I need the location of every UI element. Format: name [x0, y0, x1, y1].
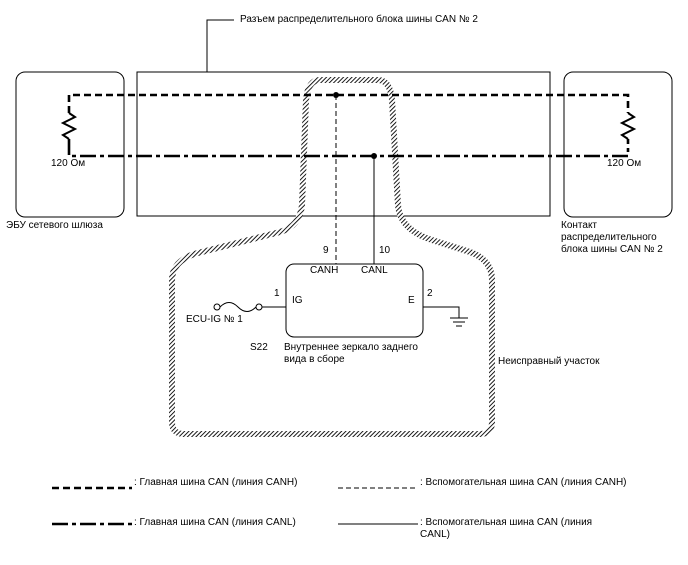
junction-contact-box [563, 71, 673, 218]
connector-leader-line [206, 19, 234, 72]
connector-title: Разъем распределительного блока шины CAN… [240, 14, 478, 25]
gateway-ecu-box [15, 71, 125, 218]
legend-main-canl-label: : Главная шина CAN (линия CANL) [134, 517, 296, 528]
resistor-left [60, 112, 78, 140]
fuse-terminal [255, 303, 263, 311]
canh-terminal-label: CANH [310, 265, 339, 276]
ecu-ig-terminal [213, 303, 221, 311]
pin-10-label: 10 [379, 245, 391, 256]
e-terminal-label: E [408, 295, 415, 306]
ground-wire [423, 306, 460, 318]
gateway-resistor-label: 120 Ом [51, 158, 86, 169]
contact-resistor-label: 120 Ом [607, 158, 642, 169]
legend-main-canh-label: : Главная шина CAN (линия CANH) [134, 477, 298, 488]
main-canh-line [67, 93, 630, 113]
gateway-ecu-label: ЭБУ сетевого шлюза [6, 220, 103, 231]
pin-2-label: 2 [427, 288, 433, 299]
pin-9-label: 9 [323, 245, 329, 256]
mirror-code-label: S22 [250, 342, 268, 353]
ig-terminal-label: IG [292, 295, 303, 306]
pin-1-label: 1 [274, 288, 280, 299]
mirror-ecu-box [285, 263, 424, 338]
mirror-name-label: Внутреннее зеркало заднего вида в сборе [284, 342, 418, 365]
resistor-right [619, 112, 637, 140]
canl-terminal-label: CANL [361, 265, 388, 276]
legend-aux-canl-label: : Вспомогательная шина CAN (линия CANL) [420, 517, 593, 540]
main-canl-line [67, 139, 630, 158]
fuse-symbol [219, 302, 257, 312]
faulty-area-outline [169, 77, 495, 437]
faulty-area-label: Неисправный участок [498, 356, 600, 367]
fuse-label: ECU-IG № 1 [186, 314, 243, 325]
legend-aux-canh-label: : Вспомогательная шина CAN (линия CANH) [420, 477, 627, 488]
junction-connector-box [136, 71, 551, 217]
junction-contact-label: Контакт распределительного блока шины CA… [561, 220, 663, 255]
